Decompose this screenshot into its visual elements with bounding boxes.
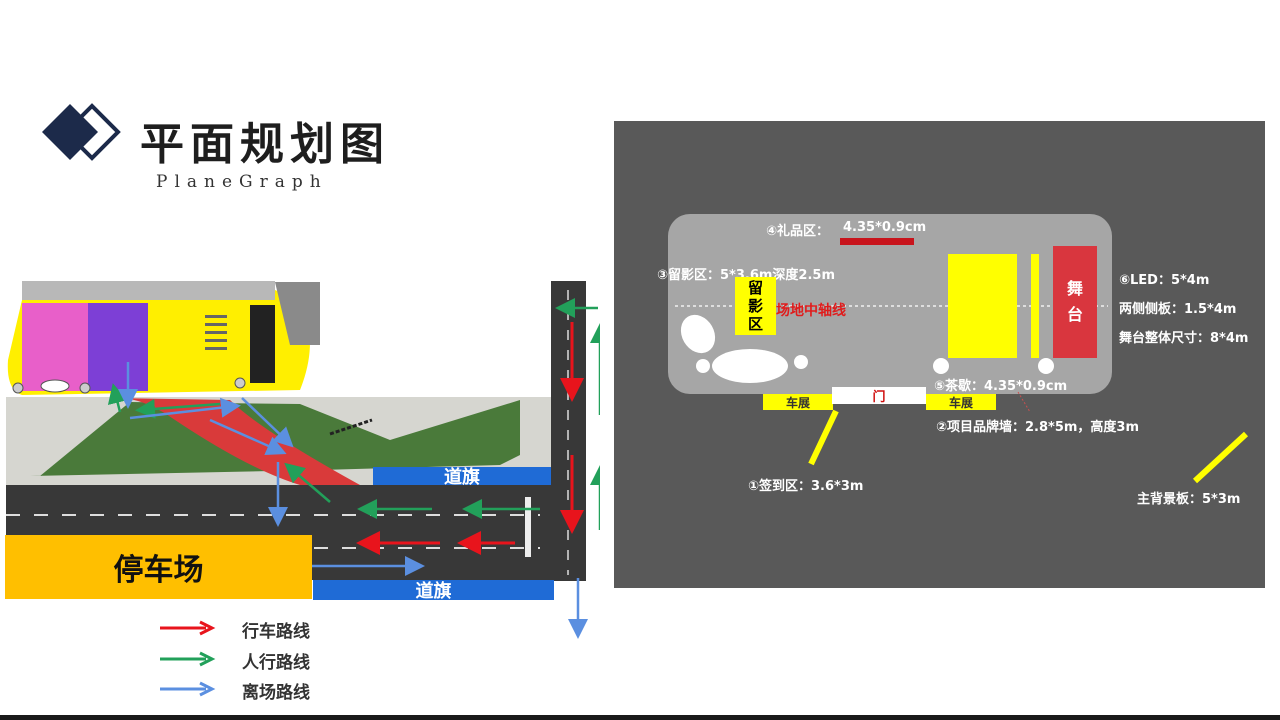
legend-label-exit: 离场路线 [242, 683, 310, 703]
car-exhibit-right: 车展 [926, 394, 996, 410]
stage-size-label: 舞台整体尺寸：8*4m [1119, 331, 1249, 346]
photo-zone-char-3: 区 [747, 315, 763, 333]
gift-area-size: 4.35*0.9cm [843, 220, 927, 235]
legend-item-drive: 行车路线 [158, 616, 358, 642]
checkin-label: ①签到区：3.6*3m [748, 479, 864, 494]
tea-break-label: ⑤茶歇：4.35*0.9cm [934, 379, 1068, 394]
logo-diamond-icon [42, 103, 121, 161]
venue-shapes [675, 238, 1249, 484]
legend: 行车路线 人行路线 离场路线 [158, 616, 358, 706]
car-exhibit-left: 车展 [763, 394, 833, 410]
legend-item-exit: 离场路线 [158, 677, 358, 703]
photo-zone: 留 影 区 [735, 277, 776, 335]
green-arrow-icon [160, 651, 216, 667]
legend-label-walk: 人行路线 [242, 653, 310, 673]
axis-label: 场地中轴线 [776, 303, 846, 319]
photo-area-label: ③留影区：5*3.6m深度2.5m [657, 268, 836, 283]
legend-label-drive: 行车路线 [242, 622, 310, 642]
main-backdrop-label: 主背景板：5*3m [1137, 492, 1241, 507]
parking-area: 停车场 [5, 535, 312, 599]
brand-wall-label: ②项目品牌墙：2.8*5m，高度3m [936, 420, 1140, 435]
gift-area-label: ④礼品区： [766, 224, 830, 239]
page-subtitle: PlaneGraph [156, 172, 328, 192]
footer-rule [0, 715, 1280, 720]
site-map: 道旗 道旗 停车场 [0, 280, 600, 640]
flag-banner-bottom: 道旗 [313, 580, 554, 602]
legend-item-walk: 人行路线 [158, 647, 358, 673]
stage: 舞 台 [1053, 246, 1097, 358]
page-title: 平面规划图 [140, 119, 390, 170]
red-arrow-icon [160, 620, 216, 636]
stage-char-2: 台 [1066, 305, 1083, 324]
side-panels-label: 两侧侧板：1.5*4m [1119, 302, 1237, 317]
photo-zone-char-1: 留 [747, 279, 763, 297]
flag-banner-top: 道旗 [373, 467, 551, 488]
led-label: ⑥LED：5*4m [1119, 273, 1210, 288]
blue-arrow-icon [160, 681, 216, 697]
entrance-door: 门 [832, 387, 926, 405]
stage-char-1: 舞 [1066, 279, 1083, 298]
photo-zone-char-2: 影 [747, 297, 763, 315]
